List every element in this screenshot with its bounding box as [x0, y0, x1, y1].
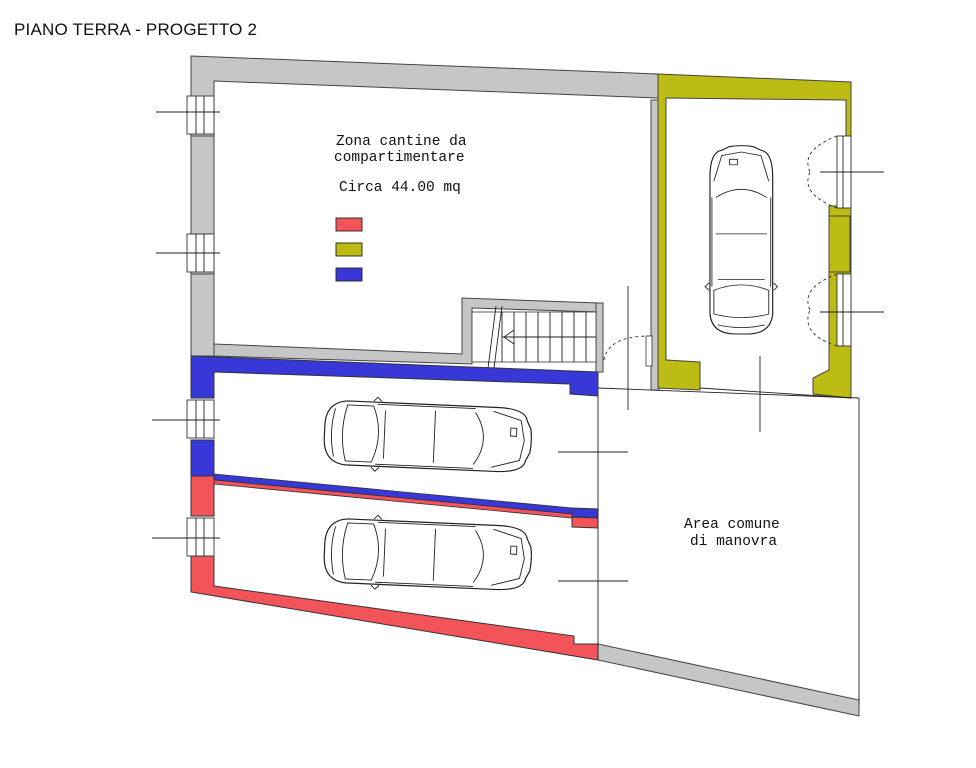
wall-red-west	[190, 475, 215, 517]
color-legend	[335, 217, 363, 282]
legend-swatch-olive	[335, 242, 363, 257]
walls	[190, 55, 860, 717]
legend-swatch-blue	[335, 267, 363, 282]
stair-door	[603, 286, 653, 410]
window	[152, 399, 220, 439]
page-title: PIANO TERRA - PROGETTO 2	[14, 20, 258, 39]
window	[152, 517, 220, 557]
car-garage-icon	[704, 145, 779, 335]
wall-blue-west	[190, 439, 215, 477]
divider-blue	[213, 473, 573, 515]
opening-lines	[558, 356, 860, 704]
common-area-label-line1: Area comune	[684, 517, 780, 533]
west-wall-lower	[190, 273, 215, 357]
garage-doors	[807, 135, 884, 347]
wall-red-south	[190, 555, 599, 661]
west-windows	[152, 95, 220, 557]
staircase	[471, 305, 597, 369]
south-wall	[597, 643, 860, 717]
divider-red	[213, 479, 573, 519]
car-parking-2-icon	[322, 512, 534, 597]
legend-swatch-red	[335, 217, 363, 232]
window	[156, 233, 220, 273]
pillar-blue	[571, 507, 599, 519]
window	[156, 95, 220, 135]
common-area-label-line2: di manovra	[690, 534, 777, 550]
cellar-zone-label-line1: Zona cantine da	[336, 134, 467, 150]
pillar-red	[571, 516, 599, 529]
stair-core-wall	[595, 302, 604, 373]
car-parking-1-icon	[322, 394, 534, 479]
garage-olive-jamb	[828, 215, 851, 273]
west-wall-mid	[190, 135, 215, 235]
cellar-area-label: Circa 44.00 mq	[339, 180, 461, 196]
wall-blue-north	[190, 355, 599, 399]
cellar-zone-label-line2: compartimentare	[334, 150, 465, 166]
